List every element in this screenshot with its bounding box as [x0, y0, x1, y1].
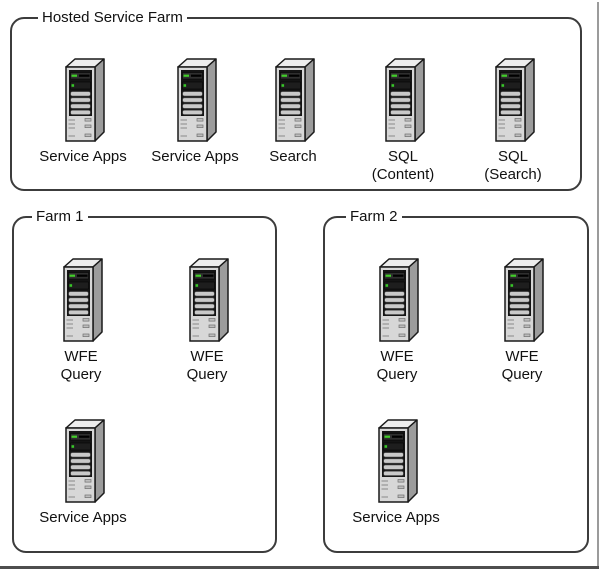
- server-node-farm2-wfe-query-2: WFE Query: [467, 257, 577, 384]
- server-node-hosted-sql-search: SQL (Search): [458, 57, 568, 184]
- server-node-hosted-sql-content: SQL (Content): [348, 57, 458, 184]
- server-icon: [60, 418, 106, 504]
- server-icon: [380, 57, 426, 143]
- server-label: SQL (Search): [484, 148, 542, 183]
- server-node-farm2-wfe-query-1: WFE Query: [342, 257, 452, 384]
- server-label: Service Apps: [352, 509, 440, 526]
- group-title-farm-1: Farm 1: [32, 208, 88, 225]
- image-shadow-bottom: [0, 566, 599, 569]
- server-icon: [373, 418, 419, 504]
- server-icon: [172, 57, 218, 143]
- server-icon: [374, 257, 420, 343]
- group-box-farm-1: Farm 1: [12, 208, 277, 553]
- server-icon: [60, 57, 106, 143]
- server-node-hosted-service-apps-1: Service Apps: [28, 57, 138, 166]
- group-title-hosted-service-farm: Hosted Service Farm: [38, 9, 187, 26]
- server-icon: [270, 57, 316, 143]
- server-label: WFE Query: [60, 348, 102, 383]
- server-icon: [58, 257, 104, 343]
- server-node-hosted-service-apps-2: Service Apps: [140, 57, 250, 166]
- server-label: WFE Query: [376, 348, 418, 383]
- group-title-farm-2: Farm 2: [346, 208, 402, 225]
- server-label: SQL (Content): [371, 148, 435, 183]
- server-node-farm1-wfe-query-2: WFE Query: [152, 257, 262, 384]
- server-label: Service Apps: [151, 148, 239, 165]
- server-node-farm1-wfe-query-1: WFE Query: [26, 257, 136, 384]
- image-shadow-right: [597, 2, 599, 567]
- server-icon: [499, 257, 545, 343]
- server-icon: [490, 57, 536, 143]
- server-label: Search: [269, 148, 317, 165]
- server-node-hosted-search: Search: [238, 57, 348, 166]
- server-icon: [184, 257, 230, 343]
- group-box-hosted-service-farm: Hosted Service Farm: [10, 9, 582, 191]
- server-node-farm1-service-apps: Service Apps: [28, 418, 138, 527]
- server-label: WFE Query: [186, 348, 228, 383]
- server-label: Service Apps: [39, 509, 127, 526]
- server-node-farm2-service-apps: Service Apps: [341, 418, 451, 527]
- server-label: Service Apps: [39, 148, 127, 165]
- group-box-farm-2: Farm 2: [323, 208, 589, 553]
- server-label: WFE Query: [501, 348, 543, 383]
